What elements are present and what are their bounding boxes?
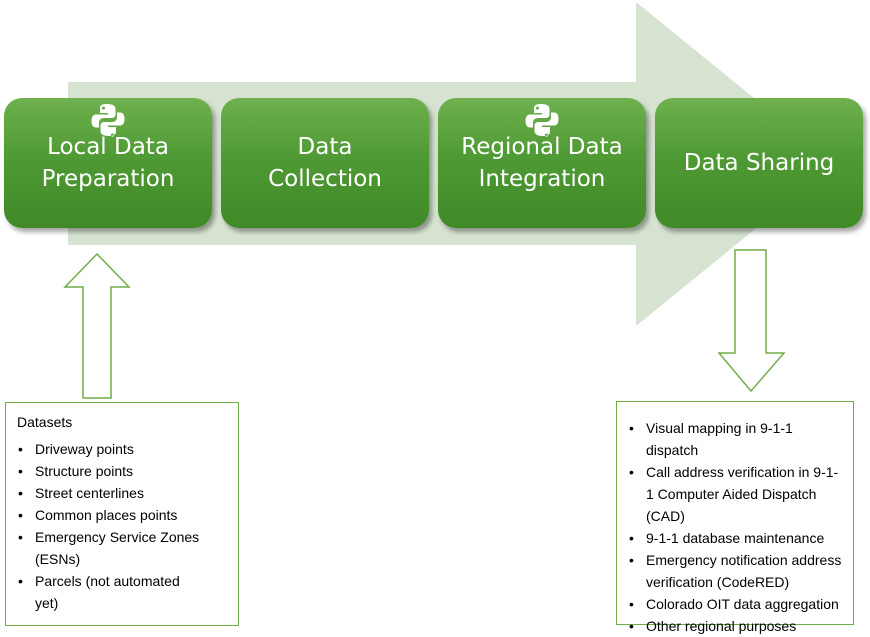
step-label-line1: Local Data	[47, 134, 169, 160]
list-item: Emergency Service Zones (ESNs)	[6, 526, 206, 570]
step-label-line1: Data	[297, 134, 353, 160]
list-item: Visual mapping in 9-1-1 dispatch	[617, 417, 843, 461]
python-icon	[91, 104, 125, 137]
python-icon	[525, 104, 559, 137]
list-item: Parcels (not automated yet)	[6, 570, 206, 614]
step-label-line1: Data Sharing	[683, 150, 835, 176]
data-uses-list: Visual mapping in 9-1-1 dispatch Call ad…	[617, 417, 843, 637]
list-item: Common places points	[6, 504, 206, 526]
step-label-line2: Integration	[478, 166, 606, 192]
list-item: Emergency notification address verificat…	[617, 549, 843, 593]
list-item: Driveway points	[6, 438, 206, 460]
step-label-line2: Preparation	[41, 166, 175, 192]
step-regional-data-integration: Regional Data Integration	[438, 98, 646, 228]
step-label-line2: Collection	[268, 166, 382, 192]
list-item: Call address verification in 9-1-1 Compu…	[617, 461, 843, 527]
list-item: Other regional purposes	[617, 615, 843, 637]
list-item: Street centerlines	[6, 482, 206, 504]
step-local-data-preparation: Local Data Preparation	[4, 98, 212, 228]
data-uses-box: Visual mapping in 9-1-1 dispatch Call ad…	[616, 401, 854, 637]
list-item: Colorado OIT data aggregation	[617, 593, 843, 615]
list-item: 9-1-1 database maintenance	[617, 527, 843, 549]
list-item: Structure points	[6, 460, 206, 482]
step-data-sharing: Data Sharing	[655, 98, 863, 228]
datasets-title: Datasets	[17, 414, 73, 430]
datasets-box: Datasets Driveway points Structure point…	[5, 402, 239, 626]
up-arrow-icon	[63, 252, 131, 399]
step-label-line1: Regional Data	[461, 134, 623, 160]
datasets-list: Driveway points Structure points Street …	[6, 438, 206, 614]
step-data-collection: Data Collection	[221, 98, 429, 228]
down-arrow-icon	[717, 249, 786, 393]
